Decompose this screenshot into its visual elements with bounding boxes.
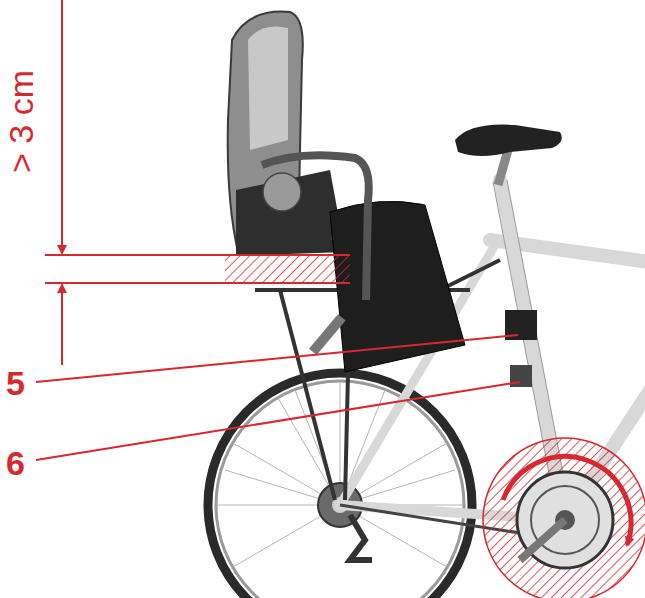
leader-line bbox=[36, 335, 518, 382]
clearance-hatch bbox=[225, 255, 350, 283]
dimension-line bbox=[45, 254, 350, 256]
dimension-arrow bbox=[61, 0, 63, 253]
spokes bbox=[217, 382, 463, 567]
callout-number: 5 bbox=[6, 366, 25, 400]
dimension-text: > 3 cm bbox=[4, 70, 38, 173]
top-tube bbox=[490, 240, 645, 262]
saddle bbox=[455, 125, 562, 156]
seat-knob bbox=[263, 173, 301, 211]
leader-line bbox=[36, 382, 520, 460]
child-seat bbox=[228, 12, 537, 387]
seat-shell bbox=[236, 170, 345, 256]
dimension-arrow bbox=[61, 285, 63, 365]
tyre bbox=[208, 373, 472, 598]
danger-zone-hatch bbox=[483, 438, 645, 598]
foot-strap bbox=[309, 314, 346, 355]
seat-padding bbox=[248, 27, 288, 151]
seat-post bbox=[498, 150, 508, 185]
callout-number: 6 bbox=[6, 446, 25, 480]
chainring-outer bbox=[517, 472, 613, 568]
rear-wheel bbox=[208, 373, 472, 598]
dimension-lines bbox=[45, 0, 350, 365]
dimension-line bbox=[45, 282, 350, 284]
chainring bbox=[483, 438, 645, 598]
rotation-arrow bbox=[503, 457, 631, 545]
rim bbox=[216, 381, 464, 598]
derailleur bbox=[350, 515, 372, 560]
crank-arm bbox=[520, 520, 565, 560]
